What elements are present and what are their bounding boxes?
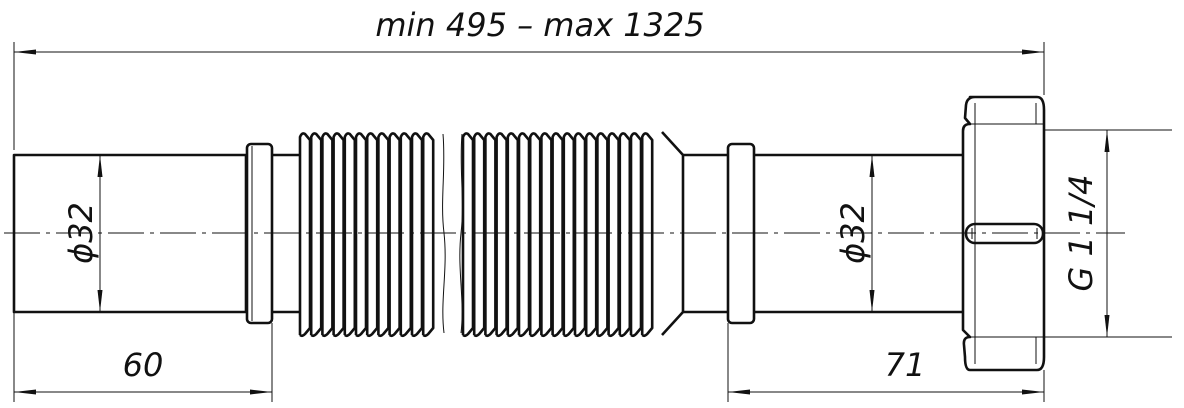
right-length-dimension: 71 <box>727 323 1045 402</box>
hose-rib <box>354 132 368 338</box>
hose-rib <box>365 132 379 338</box>
corrugated-hose <box>298 132 654 338</box>
hose-rib <box>517 132 531 338</box>
hose-rib <box>629 132 643 338</box>
hose-rib <box>343 132 357 338</box>
right-diameter-label: ϕ32 <box>834 202 872 264</box>
hose-rib <box>332 132 345 338</box>
hose-rib <box>388 132 401 338</box>
overall-length-dimension: min 495 – max 1325 <box>13 6 1045 150</box>
union-nut <box>961 95 1046 372</box>
right-pipe-outlet <box>661 131 964 336</box>
left-length-label: 60 <box>123 346 164 384</box>
hose-rib <box>618 132 632 338</box>
left-length-dimension: 60 <box>13 312 273 402</box>
hose-rib <box>321 132 334 338</box>
hose-rib <box>562 132 576 338</box>
hose-rib <box>584 132 598 338</box>
right-diameter-dimension: ϕ32 <box>834 155 875 312</box>
hose-rib <box>551 132 564 338</box>
hose-rib <box>596 132 609 338</box>
left-pipe-socket <box>12 142 300 325</box>
hose-rib <box>573 132 587 338</box>
hose-rib <box>607 132 620 338</box>
hose-rib <box>461 132 475 338</box>
hose-rib <box>484 132 497 338</box>
hose-break-marks <box>442 133 463 334</box>
left-diameter-label: ϕ32 <box>62 202 100 264</box>
hose-rib <box>640 132 654 338</box>
hose-rib <box>399 132 413 338</box>
hose-rib <box>540 132 553 338</box>
left-diameter-dimension: ϕ32 <box>62 155 103 312</box>
nut-thread-label: G 1 1/4 <box>1062 175 1100 292</box>
hose-rib <box>528 132 542 338</box>
hose-rib <box>298 132 312 338</box>
right-length-label: 71 <box>885 346 926 384</box>
overall-length-label: min 495 – max 1325 <box>375 6 704 44</box>
hose-rib <box>472 132 486 338</box>
hose-rib <box>377 132 390 338</box>
hose-rib <box>309 132 323 338</box>
hose-rib <box>495 132 508 338</box>
nut-thread-dimension: G 1 1/4 <box>1045 129 1172 338</box>
hose-rib <box>421 132 435 338</box>
hose-rib <box>506 132 520 338</box>
hose-rib <box>410 132 424 338</box>
